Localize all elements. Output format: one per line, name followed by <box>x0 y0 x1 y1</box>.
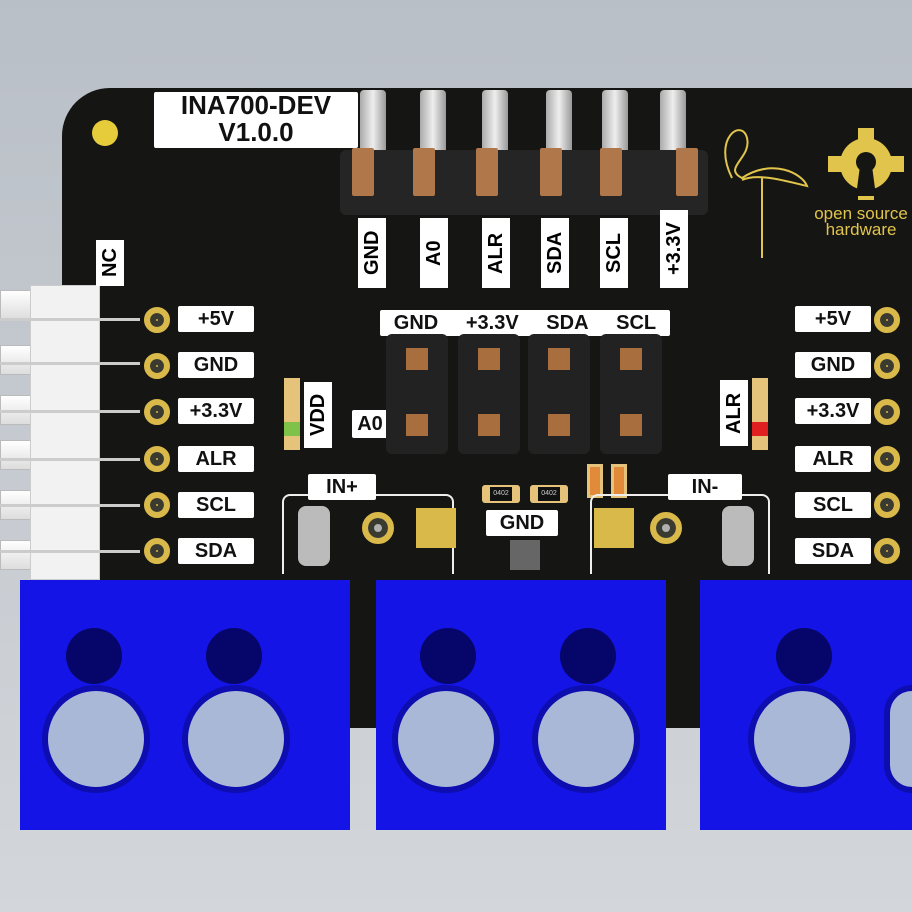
smd-capacitor <box>587 464 603 498</box>
left-label-scl: SCL <box>178 492 254 518</box>
round-pad <box>650 512 682 544</box>
header-label-gnd: GND <box>358 218 386 288</box>
header-label-3v3: +3.3V <box>660 210 688 288</box>
pin-pad[interactable] <box>874 307 900 333</box>
pin-pad[interactable] <box>144 307 170 333</box>
alr-led-red <box>752 378 768 450</box>
jumper-sda[interactable] <box>528 334 590 454</box>
fuse-clip <box>722 506 754 566</box>
pin-pad[interactable] <box>874 446 900 472</box>
vdd-led-green <box>284 378 300 450</box>
header-label-scl: SCL <box>600 218 628 288</box>
header-label-a0: A0 <box>420 218 448 288</box>
pin-pad[interactable] <box>874 492 900 518</box>
left-label-3v3: +3.3V <box>178 398 254 424</box>
jumper-label-gnd: GND <box>393 312 439 334</box>
smd-resistor: 0402 <box>482 485 520 503</box>
right-label-gnd: GND <box>795 352 871 378</box>
oshw-text: open source hardware <box>812 204 910 239</box>
left-label-gnd: GND <box>178 352 254 378</box>
oshw-line2: hardware <box>825 220 897 239</box>
terminal-screw[interactable] <box>392 685 500 793</box>
jumper-label-sda: SDA <box>546 312 589 334</box>
smd-resistor: 0402 <box>530 485 568 503</box>
right-label-3v3: +3.3V <box>795 398 871 424</box>
jumper-3v3[interactable] <box>458 334 520 454</box>
round-pad <box>362 512 394 544</box>
right-label-alr: ALR <box>795 446 871 472</box>
left-label-5v: +5V <box>178 306 254 332</box>
gnd-terminal-label: GND <box>486 510 558 536</box>
in-minus-label: IN- <box>668 474 742 500</box>
pin-pad[interactable] <box>144 353 170 379</box>
square-pad <box>416 508 456 548</box>
left-label-alr: ALR <box>178 446 254 472</box>
header-label-sda: SDA <box>541 218 569 288</box>
terminal-screw[interactable] <box>884 685 912 793</box>
pin-pad[interactable] <box>144 492 170 518</box>
jumper-gnd[interactable] <box>386 334 448 454</box>
right-label-scl: SCL <box>795 492 871 518</box>
jumper-labels: GND +3.3V SDA SCL <box>380 310 670 336</box>
jumper-label-3v3: +3.3V <box>465 312 519 334</box>
pin-pad[interactable] <box>874 538 900 564</box>
oshw-line1: open source <box>814 204 908 223</box>
pin-pad[interactable] <box>874 353 900 379</box>
jumper-scl[interactable] <box>600 334 662 454</box>
pin-pad[interactable] <box>144 399 170 425</box>
fuse-clip <box>298 506 330 566</box>
terminal-screw[interactable] <box>748 685 856 793</box>
left-label-sda: SDA <box>178 538 254 564</box>
terminal-screw[interactable] <box>182 685 290 793</box>
oshw-gear-icon <box>828 128 904 200</box>
square-pad <box>594 508 634 548</box>
right-label-5v: +5V <box>795 306 871 332</box>
mounting-hole <box>92 120 118 146</box>
pin-pad[interactable] <box>144 446 170 472</box>
board-version: V1.0.0 <box>218 117 294 147</box>
alr-label: ALR <box>720 380 748 446</box>
in-plus-label: IN+ <box>308 474 376 500</box>
flamingo-logo-icon <box>724 129 809 258</box>
right-label-sda: SDA <box>795 538 871 564</box>
nc-label: NC <box>96 240 124 286</box>
smd-capacitor <box>611 464 627 498</box>
jumper-label-scl: SCL <box>616 312 657 334</box>
board-name: INA700-DEV <box>180 90 332 120</box>
terminal-screw[interactable] <box>532 685 640 793</box>
ic-chip <box>510 540 540 570</box>
jumper-a0-label: A0 <box>352 410 388 438</box>
header-label-alr: ALR <box>482 218 510 288</box>
pin-pad[interactable] <box>144 538 170 564</box>
board-title: INA700-DEV V1.0.0 <box>154 92 358 148</box>
vdd-label: VDD <box>304 382 332 448</box>
terminal-screw[interactable] <box>42 685 150 793</box>
pin-pad[interactable] <box>874 399 900 425</box>
